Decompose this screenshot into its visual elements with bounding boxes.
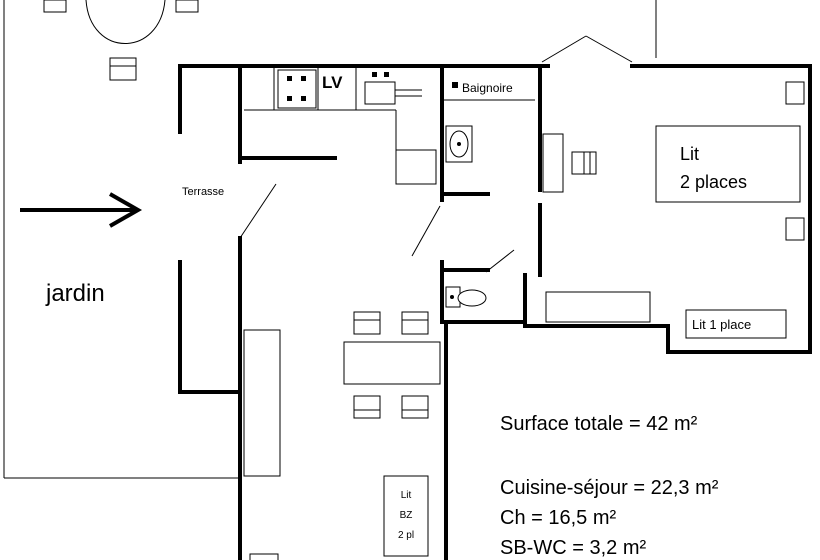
single-bed-frame xyxy=(545,291,651,323)
double-bed-line2: 2 places xyxy=(680,172,747,192)
garden-table-set xyxy=(43,0,199,81)
sofa xyxy=(243,329,281,477)
dining-chair xyxy=(401,395,429,419)
dining-chair xyxy=(401,311,429,335)
garden-label: jardin xyxy=(45,280,105,307)
door-swings xyxy=(239,0,657,273)
nightstand xyxy=(785,217,805,241)
single-bed-label: Lit 1 place xyxy=(692,317,751,332)
washbasin-icon xyxy=(445,125,473,163)
cooktop-icon xyxy=(277,69,317,109)
area-kitchen-living: Cuisine-séjour = 22,3 m² xyxy=(500,477,719,499)
area-bedroom: Ch = 16,5 m² xyxy=(500,507,617,529)
double-bed: Lit 2 places xyxy=(655,125,801,203)
sofa-bed-line2: BZ xyxy=(400,510,413,521)
garden-area xyxy=(3,0,240,479)
single-bed: Lit 1 place xyxy=(685,309,787,339)
kitchen-counter xyxy=(244,66,437,185)
toilet-icon xyxy=(445,286,487,308)
armchair xyxy=(249,553,279,560)
desk-chair xyxy=(571,151,597,175)
sofa-bed: Lit BZ 2 pl xyxy=(383,475,429,557)
walls xyxy=(178,64,812,560)
dining-table xyxy=(343,341,441,385)
garden-chair xyxy=(109,57,137,81)
bathtub: Baignoire xyxy=(442,81,535,101)
terrace-label: Terrasse xyxy=(182,186,224,198)
nightstand xyxy=(785,81,805,105)
desk xyxy=(542,133,564,193)
sofa-bed-line3: 2 pl xyxy=(398,530,414,541)
area-summary: Surface totale = 42 m² Cuisine-séjour = … xyxy=(500,413,719,559)
double-bed-line1: Lit xyxy=(680,144,699,164)
entrance-arrow-icon xyxy=(20,192,143,228)
area-bath-wc: SB-WC = 3,2 m² xyxy=(500,537,646,559)
dining-chair xyxy=(353,311,381,335)
sofa-bed-line1: Lit xyxy=(401,490,412,501)
dining-chair xyxy=(353,395,381,419)
bathtub-label: Baignoire xyxy=(462,81,513,95)
sink-icon xyxy=(364,72,422,105)
washing-machine: LV xyxy=(317,66,357,110)
washing-machine-label: LV xyxy=(322,73,343,92)
area-total: Surface totale = 42 m² xyxy=(500,413,698,435)
